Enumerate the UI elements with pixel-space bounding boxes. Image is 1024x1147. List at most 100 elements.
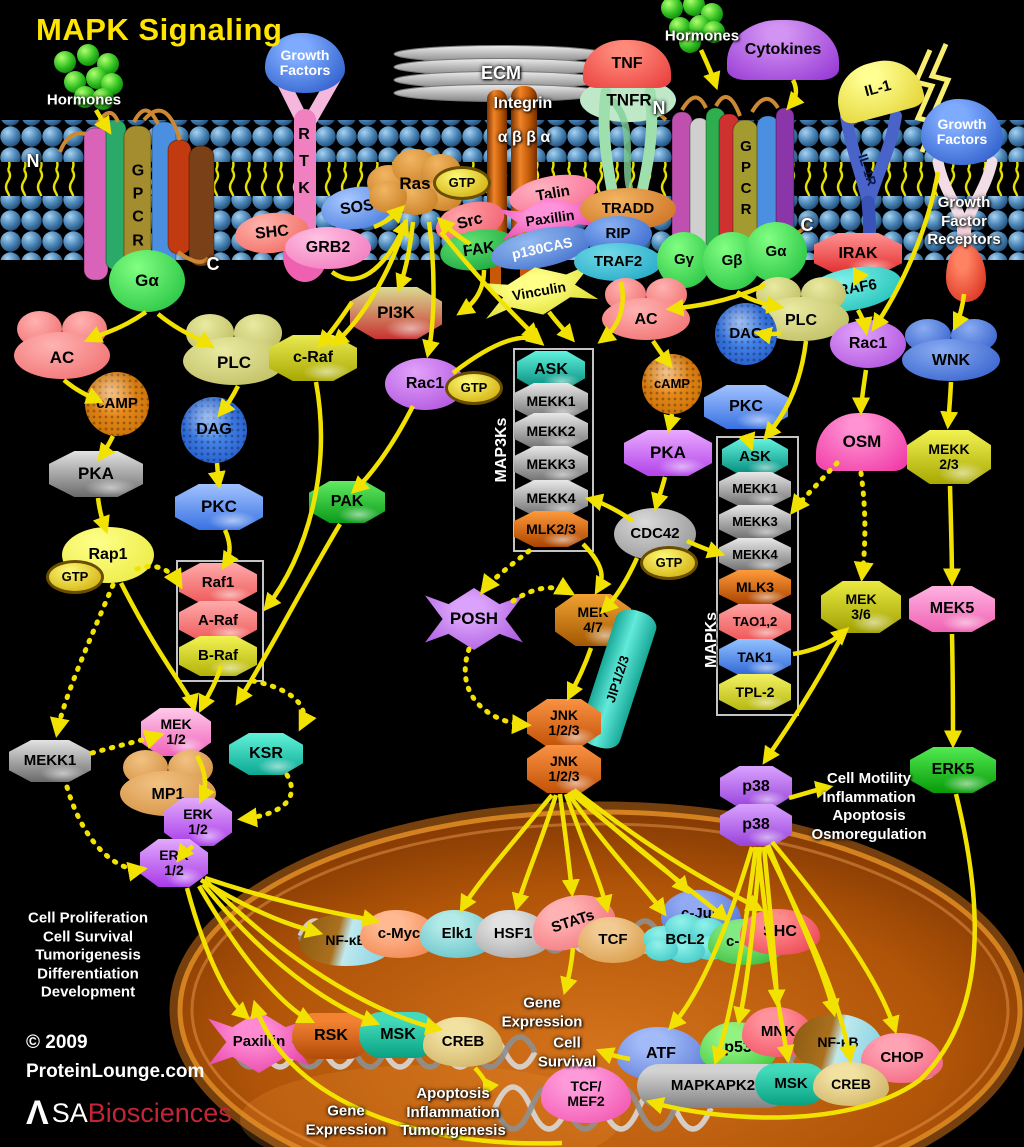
node-label: GTP [448,175,476,191]
node-dag1: DAG [181,397,247,463]
node-dag2: DAG [715,303,777,365]
node-jnk-a: JNK 1/2/3 [527,699,601,747]
node-label: DAG [196,420,232,438]
node-label: Vinculin [510,278,568,304]
node-label: TCF [598,931,628,949]
node-label: MEKK1 [526,392,576,409]
node-label: AC [49,347,75,367]
node-ac2: AC [602,278,690,340]
node-label: MLK3 [735,578,775,595]
node-label: PAK [330,492,364,510]
node-label: GTP [61,569,89,585]
node-mek5: MEK5 [909,586,995,632]
node-label: A-Raf [198,612,238,630]
node-label: OSM [842,432,882,452]
node-b-raf: B-Raf [179,636,257,676]
node-label: c-Myc [377,925,421,943]
node-label: MEK 4/7 [577,604,609,635]
node-shc-n: SHC [740,909,820,955]
node-label: JNK 1/2/3 [548,753,580,784]
node-label: MNK [760,1023,796,1041]
node-jnk-b: JNK 1/2/3 [527,745,601,793]
node-label: PLC [217,352,251,372]
node-label: MP1 [151,785,185,803]
node-label: RSK [314,1026,348,1044]
node-label: HSF1 [493,925,533,943]
node-label: PKA [78,464,114,484]
node-erk12a: ERK 1/2 [164,798,232,846]
node-gtp-rac1: GTP [445,371,503,405]
node-p38-b: p38 [720,804,792,846]
node-pkc1: PKC [175,484,263,530]
node-label: ERK 1/2 [183,806,213,837]
node-gf2: Growth Factors [921,99,1003,165]
node-label: CHOP [880,1049,924,1067]
node-a-raf: A-Raf [179,601,257,641]
node-tcf: TCF [578,917,648,963]
node-label: MEK5 [929,599,975,617]
node-label: Gγ [673,251,694,269]
node-label: JIP1/2/3 [603,653,633,705]
node-label: MEKK3 [732,514,778,530]
node-label: TRAF2 [593,253,643,271]
node-label: MEKK1 [23,752,77,770]
node-label: Cytokines [744,40,822,58]
node-label: MEKK4 [732,547,778,563]
node-label: GTP [655,555,683,571]
node-camp2: cAMP [642,354,702,414]
node-gtp-rap1: GTP [46,560,104,594]
node-mek12: MEK 1/2 [141,708,211,756]
copyright-year: © 2009 [26,1032,88,1053]
node-label: JNK 1/2/3 [548,707,580,738]
node-label: Paxillin [232,1033,286,1051]
node-map3k-mekk2: MEKK2 [514,413,588,449]
node-label: MEKK3 [526,455,576,472]
node-label: p38 [742,777,770,795]
node-gf1: Growth Factors [265,33,345,93]
node-creb1: CREB [423,1017,503,1067]
node-label: PKA [650,443,686,463]
node-mapk-mlk3: MLK3 [719,570,791,604]
node-label: KSR [249,744,283,762]
copyright: © 2009 ProteinLounge.com [26,1028,204,1087]
node-label: AC [634,311,658,329]
node-mek36: MEK 3/6 [821,581,901,633]
node-label: GTP [460,380,488,396]
node-label: ERK5 [931,760,975,778]
node-label: MLK2/3 [526,520,576,537]
node-ksr: KSR [229,733,303,775]
node-c-raf: c-Raf [269,335,357,381]
node-tnf: TNF [583,40,671,88]
node-label: TAK1 [737,648,773,665]
node-label: MEKK4 [526,489,576,506]
logo-mark-icon: Λ [26,1094,49,1132]
node-label: POSH [449,609,499,629]
flower-lobe [902,338,1000,381]
node-camp1: cAMP [85,372,149,436]
node-mapk-tak1: TAK1 [719,639,791,675]
node-label: RIP [605,225,631,243]
node-label: PKC [201,497,237,517]
node-map3k-mekk4: MEKK4 [514,480,588,516]
node-mekk1-left: MEKK1 [9,740,91,782]
node-label: IRAK [838,244,878,262]
node-tcf-mef2: TCF/ MEF2 [541,1065,631,1123]
node-label: cAMP [96,395,138,413]
node-label: CREB [831,1075,871,1092]
node-ac1: AC [14,310,110,379]
node-label: Rap1 [88,545,128,563]
node-p38-a: p38 [720,766,792,808]
node-grb2: GRB2 [285,227,371,269]
mapks-box [716,436,799,716]
hormone-spheres-icon [54,0,725,110]
node-label: PKC [729,397,763,415]
node-label: ASK [739,448,771,466]
map3ks-box [513,348,594,552]
node-mapk-tpl2: TPL-2 [719,674,791,710]
node-label: MEK 1/2 [160,716,192,747]
node-label: TCF/ MEF2 [567,1078,605,1109]
node-mapk-tao12: TAO1,2 [719,604,791,640]
node-mapk-mekk4: MEKK4 [719,538,791,572]
node-label: MEK 3/6 [845,591,877,622]
node-g-alpha1: Gα [109,250,185,312]
